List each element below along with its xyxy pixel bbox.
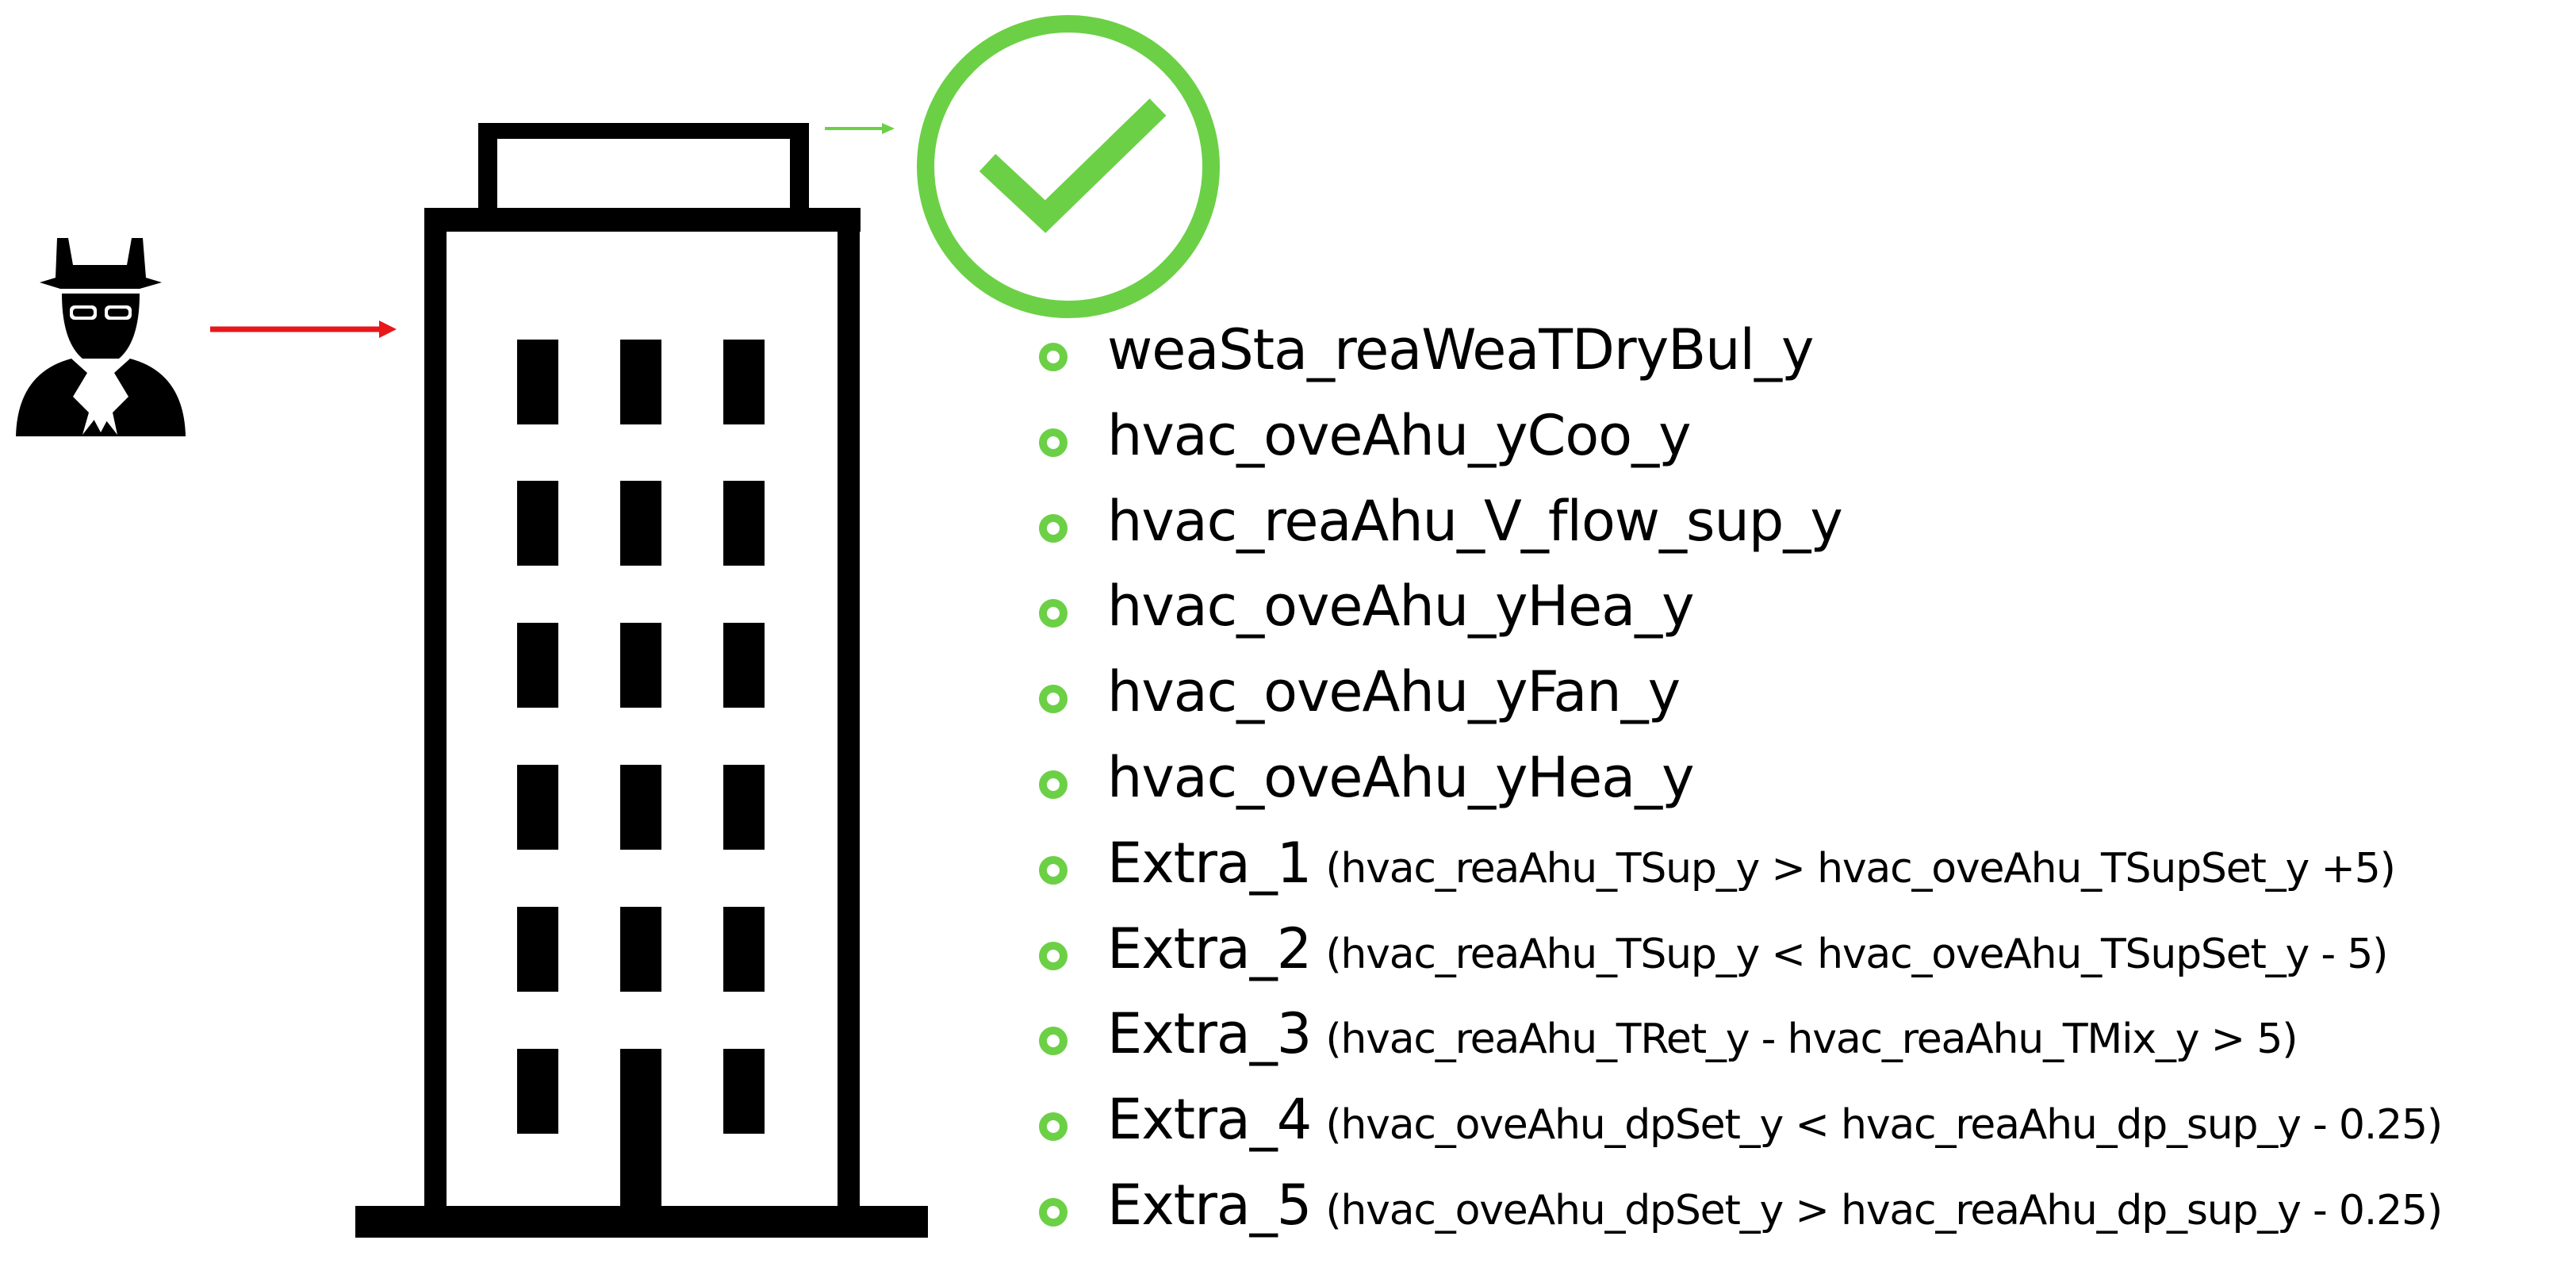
circle-bullet-icon xyxy=(1039,685,1068,714)
variable-name-text: weaSta_reaWeaTDryBul_y xyxy=(1107,317,1814,382)
spy-sunglasses-lenses xyxy=(73,309,128,317)
circle-bullet-icon xyxy=(1039,428,1068,457)
variable-name-text: Extra_4 xyxy=(1107,1087,1312,1153)
variable-name-text: hvac_oveAhu_yCoo_y xyxy=(1107,402,1691,468)
circle-bullet-icon xyxy=(1039,855,1068,885)
variable-condition: (hvac_oveAhu_dpSet_y < hvac_reaAhu_dp_su… xyxy=(1325,1101,2443,1150)
variable-name: hvac_oveAhu_yCoo_y xyxy=(1107,408,1691,463)
variable-name: hvac_oveAhu_yHea_y xyxy=(1107,578,1695,634)
variable-condition: (hvac_reaAhu_TSup_y > hvac_oveAhu_TSupSe… xyxy=(1325,844,2396,893)
variable-name-text: hvac_oveAhu_yFan_y xyxy=(1107,659,1681,725)
variable-name-text: Extra_1 xyxy=(1107,830,1312,896)
variable-name: Extra_2(hvac_reaAhu_TSup_y < hvac_oveAhu… xyxy=(1107,921,2388,978)
building-icon xyxy=(355,123,928,1238)
variable-name-text: hvac_oveAhu_yHea_y xyxy=(1107,744,1695,810)
variable-name: hvac_oveAhu_yHea_y xyxy=(1107,750,1695,805)
variable-condition: (hvac_reaAhu_TSup_y < hvac_oveAhu_TSupSe… xyxy=(1325,930,2388,978)
variable-name: Extra_3(hvac_reaAhu_TRet_y - hvac_reaAhu… xyxy=(1107,1006,2298,1064)
variable-condition: (hvac_reaAhu_TRet_y - hvac_reaAhu_TMix_y… xyxy=(1325,1016,2298,1064)
variable-name: hvac_reaAhu_V_flow_sup_y xyxy=(1107,493,1843,549)
circle-bullet-icon xyxy=(1039,599,1068,628)
checkmark-circle-icon xyxy=(917,15,1220,318)
variable-name: Extra_1(hvac_reaAhu_TSup_y > hvac_oveAhu… xyxy=(1107,835,2396,893)
circle-bullet-icon xyxy=(1039,1112,1068,1142)
circle-bullet-icon xyxy=(1039,770,1068,799)
attack-arrow xyxy=(210,321,397,338)
variable-name-text: Extra_2 xyxy=(1107,916,1312,981)
check-arrow xyxy=(825,123,895,134)
variable-name: Extra_4(hvac_oveAhu_dpSet_y < hvac_reaAh… xyxy=(1107,1092,2443,1150)
circle-bullet-icon xyxy=(1039,513,1068,543)
variable-name-text: hvac_oveAhu_yHea_y xyxy=(1107,574,1695,639)
variable-condition: (hvac_oveAhu_dpSet_y > hvac_reaAhu_dp_su… xyxy=(1325,1186,2443,1234)
circle-bullet-icon xyxy=(1039,1027,1068,1056)
variable-name: hvac_oveAhu_yFan_y xyxy=(1107,664,1681,720)
circle-bullet-icon xyxy=(1039,1197,1068,1227)
spy-tie xyxy=(94,379,107,432)
variable-name: Extra_5(hvac_oveAhu_dpSet_y > hvac_reaAh… xyxy=(1107,1177,2443,1234)
variable-name-text: Extra_5 xyxy=(1107,1172,1312,1238)
circle-bullet-icon xyxy=(1039,343,1068,371)
variable-name-text: hvac_reaAhu_V_flow_sup_y xyxy=(1107,488,1843,554)
variable-name: weaSta_reaWeaTDryBul_y xyxy=(1107,322,1814,378)
variable-name-text: Extra_3 xyxy=(1107,1001,1312,1067)
circle-bullet-icon xyxy=(1039,941,1068,970)
